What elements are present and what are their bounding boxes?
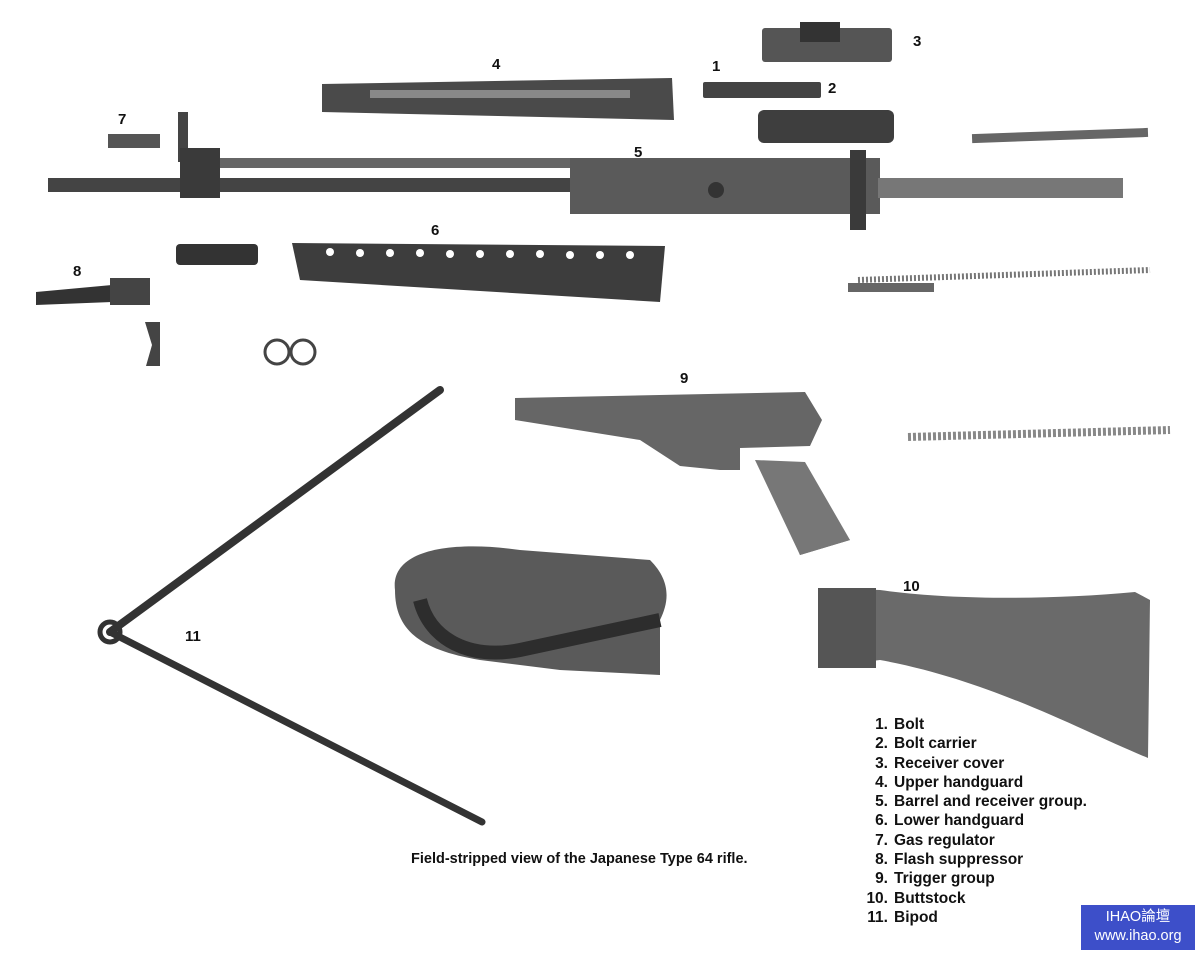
legend-item: 9. Trigger group (852, 869, 1087, 888)
part-label-6: 6 (431, 222, 439, 239)
upper-handguard-part (322, 78, 674, 120)
cleaning-rod-part (907, 426, 1171, 441)
watermark-url: www.ihao.org (1094, 928, 1182, 944)
barrel-receiver-part (48, 112, 1123, 230)
legend-text: Bolt (894, 716, 925, 733)
legend-text: Bipod (894, 908, 938, 926)
legend-number: 11. (867, 908, 888, 926)
trigger-group-part (515, 392, 850, 555)
sling-part (394, 546, 667, 675)
part-label-1: 1 (712, 58, 720, 75)
sling-swivel-part (145, 322, 160, 366)
legend-number: 8. (875, 851, 888, 869)
legend-number: 1. (875, 716, 888, 733)
legend-text: Bolt carrier (894, 735, 977, 753)
legend-text: Flash suppressor (894, 851, 1024, 869)
legend-text: Receiver cover (894, 754, 1005, 772)
legend-item: 8. Flash suppressor (852, 850, 1087, 869)
legend-text: Buttstock (894, 889, 966, 907)
watermark: IHAO論壇 www.ihao.org (1081, 905, 1195, 950)
legend-item: 3. Receiver cover (852, 754, 1087, 773)
buttstock-part (818, 588, 1150, 758)
part-label-9: 9 (680, 370, 688, 387)
bolt-part (703, 82, 821, 98)
legend-number: 9. (875, 870, 888, 888)
bolt-carrier-part (758, 110, 894, 143)
recoil-spring-part (857, 267, 1151, 283)
legend-number: 6. (875, 812, 888, 830)
spring-guide-part (848, 283, 934, 292)
legend-text: Gas regulator (894, 831, 995, 849)
part-label-5: 5 (634, 144, 642, 161)
watermark-title: IHAO論壇 (1105, 909, 1171, 925)
flash-suppressor-part (36, 278, 150, 305)
part-label-2: 2 (828, 80, 836, 97)
legend-number: 5. (875, 793, 888, 811)
legend-item: 5. Barrel and receiver group. (852, 792, 1087, 811)
legend-item: 2. Bolt carrier (852, 734, 1087, 753)
legend-item: 6. Lower handguard (852, 811, 1087, 830)
part-label-8: 8 (73, 263, 81, 280)
legend-number: 4. (875, 773, 888, 791)
lower-handguard-part (292, 243, 665, 302)
legend-number: 10. (866, 889, 888, 907)
gas-cylinder-part (176, 244, 258, 265)
legend-text: Lower handguard (894, 812, 1025, 830)
bipod-part (97, 386, 486, 826)
legend-text: Upper handguard (894, 773, 1024, 791)
legend-item: 10. Buttstock (852, 889, 1087, 908)
figure-caption: Field-stripped view of the Japanese Type… (411, 851, 748, 867)
part-label-4: 4 (492, 56, 501, 73)
legend-number: 7. (875, 831, 888, 849)
part-label-10: 10 (903, 578, 920, 595)
legend-number: 3. (875, 754, 888, 772)
legend-text: Trigger group (894, 870, 995, 888)
operating-rod-part (971, 127, 1149, 144)
part-label-3: 3 (913, 33, 921, 50)
legend-item: 11. Bipod (852, 908, 1087, 927)
parts-legend: 1. Bolt 2. Bolt carrier 3. Receiver cover 4… (852, 715, 1087, 927)
legend-item: 1. Bolt (852, 715, 1087, 734)
legend-number: 2. (875, 735, 888, 753)
part-label-11: 11 (185, 628, 201, 645)
legend-item: 4. Upper handguard (852, 773, 1087, 792)
legend-text: Barrel and receiver group. (894, 793, 1087, 811)
rings-part (263, 338, 317, 366)
part-label-7: 7 (118, 111, 126, 128)
gas-regulator-part (108, 134, 160, 148)
receiver-cover-part (762, 22, 892, 62)
legend-item: 7. Gas regulator (852, 831, 1087, 850)
